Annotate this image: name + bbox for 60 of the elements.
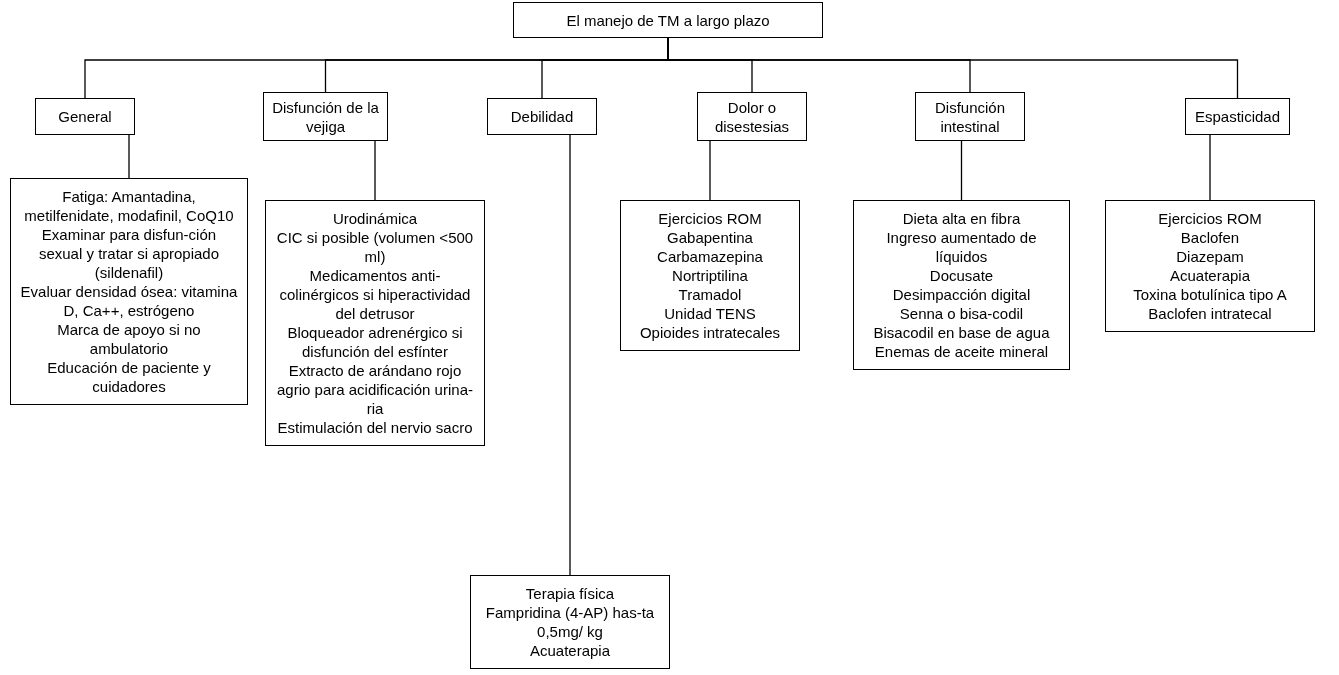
category-box: [263, 92, 388, 141]
connector-line: [960, 140, 963, 201]
list-item: Dieta alta en fibra: [901, 209, 1022, 228]
list-item: Enemas de aceite mineral: [873, 342, 1050, 361]
category-box: [35, 98, 135, 135]
list-item: Toxina botulínica tipo A: [1132, 285, 1288, 304]
connector-line: [569, 134, 571, 576]
list-item: Bloqueador adrenérgico si disfunción del esfínter: [286, 323, 464, 361]
list-item: Unidad TENS: [663, 304, 757, 323]
list-item: Bisacodil en base de agua: [872, 323, 1051, 342]
category-box: [1185, 98, 1290, 135]
connector-line: [709, 140, 711, 201]
category-label: Disfunción intestinal: [933, 97, 1006, 136]
list-item: CIC si posible (volumen <500 ml): [275, 228, 475, 266]
category-label: Dolor o disestesias: [713, 97, 791, 136]
list-item: Acuaterapia: [1168, 266, 1252, 285]
list-item: Desimpacción digital: [891, 285, 1032, 304]
list-item: Docusate: [928, 266, 995, 285]
connector-line: [1209, 134, 1211, 201]
list-item: Diazepam: [1175, 247, 1245, 266]
category-label: Disfunción de la vejiga: [271, 97, 380, 136]
category-box: [915, 92, 1025, 141]
list-item: Opioides intratecales: [638, 323, 782, 342]
list-item: Gabapentina: [666, 228, 754, 247]
category-label: General: [57, 107, 113, 126]
treatment-list-box: [1105, 200, 1315, 332]
treatment-list-box: [853, 200, 1070, 370]
title-box: [513, 2, 823, 38]
list-item: Evaluar densidad ósea: vitamina D, Ca++, estrógeno: [19, 282, 239, 320]
list-item: Senna o bisa-codil: [898, 304, 1025, 323]
connector-line: [374, 140, 376, 201]
list-item: Acuaterapia: [528, 641, 612, 660]
list-item: Tramadol: [677, 285, 743, 304]
treatment-list-box: [470, 575, 670, 669]
list-item: Baclofen: [1179, 228, 1241, 247]
treatment-list-box: [620, 200, 800, 351]
list-item: Ejercicios ROM: [1157, 209, 1263, 228]
list-item: Fatiga: Amantadina, metilfenidate, modafinil, CoQ10: [23, 187, 235, 225]
treatment-list-box: [265, 200, 485, 446]
list-item: Nortriptilina: [671, 266, 749, 285]
title-text: El manejo de TM a largo plazo: [565, 10, 771, 30]
list-item: Urodinámica: [331, 209, 419, 228]
category-box: [697, 92, 807, 141]
list-item: Medicamentos anti-colinérgicos si hiperactividad del detrusor: [278, 266, 472, 323]
list-item: Carbamazepina: [656, 247, 764, 266]
category-box: [487, 98, 597, 135]
list-item: Baclofen intratecal: [1147, 304, 1273, 323]
category-label: Debilidad: [509, 107, 575, 126]
category-label: Espasticidad: [1193, 107, 1282, 126]
connector-line: [128, 134, 130, 179]
list-item: Ingreso aumentado de líquidos: [885, 228, 1038, 266]
list-item: Terapia física: [524, 584, 616, 603]
list-item: Fampridina (4-AP) has-ta 0,5mg/ kg: [484, 603, 656, 641]
list-item: Extracto de arándano rojo agrio para acidificación urina-ria: [276, 361, 474, 418]
list-item: Marca de apoyo si no ambulatorio: [56, 320, 202, 358]
list-item: Estimulación del nervio sacro: [276, 418, 474, 437]
list-item: Educación de paciente y cuidadores: [46, 358, 212, 396]
list-item: Ejercicios ROM: [657, 209, 763, 228]
treatment-list-box: [10, 178, 248, 405]
list-item: Examinar para disfun-ción sexual y tratar si apropiado (sildenafil): [37, 225, 221, 282]
